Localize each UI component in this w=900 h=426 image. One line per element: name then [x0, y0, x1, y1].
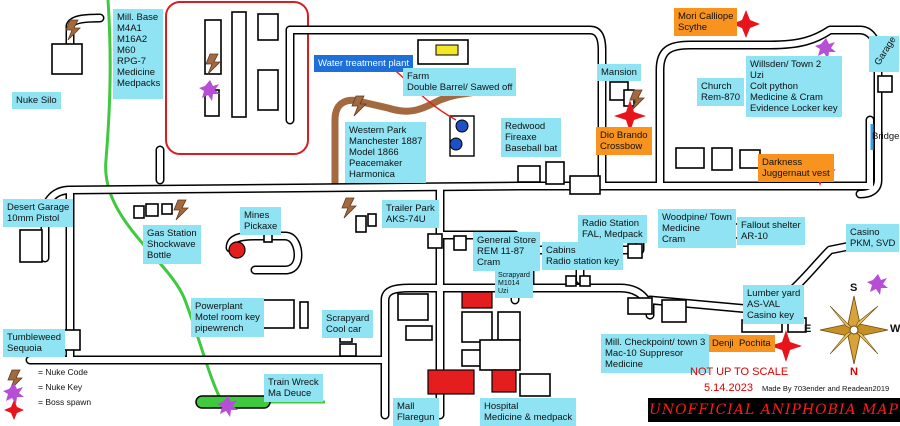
legend-boss-spawn: = Boss spawn [38, 396, 92, 407]
label-garage: Garage [869, 35, 899, 72]
label-nuke-silo: Nuke Silo [12, 92, 61, 109]
label-mines: Mines Pickaxe [240, 207, 282, 235]
nuke-code-markers [7, 19, 645, 391]
label-bridge: Bridge [872, 131, 900, 142]
label-trailer-park: Trailer Park AKS-74U [382, 200, 439, 228]
label-mill-base: Mill. Base M4A1 M16A2 M60 RPG-7 Medicine… [113, 9, 163, 99]
nuke-code-icon [65, 19, 81, 41]
compass-rose: S N E W [804, 282, 900, 378]
label-woodpine: Woodpine/ Town Medicine Cram [658, 209, 736, 248]
label-train-wreck: Train Wreck Ma Deuce [264, 374, 323, 402]
compass-icon [819, 295, 889, 365]
nuke-code-icon [341, 197, 357, 219]
boss-spawn-icon [770, 330, 802, 362]
label-church: Church Rem-870 [697, 78, 745, 106]
label-farm: Farm Double Barrel/ Sawed off [403, 68, 517, 96]
compass-north-label: N [850, 366, 858, 378]
label-willsden: Willsden/ Town 2 Uzi Colt python Medicin… [746, 56, 842, 117]
legend-nuke-key: = Nuke Key [38, 381, 83, 392]
label-casino: Casino PKM, SVD [846, 224, 900, 252]
label-lumber-yard: Lumber yard AS-VAL Casino key [743, 285, 805, 324]
label-gas-station: Gas Station Shockwave Bottle [143, 225, 201, 264]
nuke-code-icon [173, 199, 189, 221]
label-cabins: Cabins Radio station key [542, 242, 623, 270]
nuke-key-icon [815, 38, 836, 59]
map-date: 5.14.2023 [704, 382, 753, 394]
boss-spawn-icon [614, 100, 646, 132]
boss-spawn-icon [4, 400, 24, 420]
mill-base-fence [165, 1, 309, 155]
water-tank [455, 119, 469, 133]
label-general-store: General Store REM 11-87 Cram [473, 232, 541, 271]
label-powerplant: Powerplant Motel room key pipewrench [191, 298, 264, 337]
label-hospital: Hospital Medicine & medpack [480, 398, 577, 426]
label-western-park: Western Park Manchester 1887 Model 1866 … [345, 122, 427, 183]
scale-note: NOT UP TO SCALE [690, 366, 789, 378]
label-mill-checkpoint: Mill. Checkpoint/ town 3 Mac-10 Suppreso… [601, 334, 710, 373]
nuke-key-markers [3, 38, 888, 417]
farm-field [435, 44, 459, 56]
map-credit: Made By 703ender and Readean2019 [762, 384, 890, 393]
compass-west-label: W [890, 323, 900, 335]
nuke-key-icon [867, 274, 888, 295]
label-radio-station: Radio Station FAL, Medpack [578, 215, 647, 243]
label-fallout-shelter: Fallout shelter AR-10 [737, 217, 805, 245]
boss-spawn-icon [732, 10, 760, 38]
compass-east-label: E [804, 323, 812, 335]
nuke-code-icon [7, 369, 23, 391]
building-nuke-silo [51, 43, 83, 75]
label-boss-mori-calliope: Mori Calliope Scythe [674, 8, 738, 36]
label-water-treatment: Water treatment plant [314, 55, 413, 72]
label-redwood: Redwood Fireaxe Baseball bat [501, 118, 562, 157]
map-legend: = Nuke Code = Nuke Key = Boss spawn [6, 364, 91, 409]
key-buildings [427, 291, 517, 395]
nuke-code-icon [351, 95, 367, 117]
legend-nuke-code: = Nuke Code [38, 366, 88, 377]
nuke-key-icon [199, 80, 220, 101]
label-mansion: Mansion [597, 64, 641, 81]
nuke-key-icon [217, 396, 238, 417]
label-scrapyard-south: Scrapyard M1014 Uzi [495, 270, 533, 298]
buildings [19, 11, 893, 397]
mines-entrance [228, 241, 246, 259]
label-desert-garage: Desert Garage 10mm Pistol [3, 199, 74, 227]
nuke-code-icon [629, 89, 645, 111]
label-boss-denji: Denji Pochita [708, 335, 775, 352]
label-boss-darkness: Darkness Juggernaut vest [758, 154, 834, 182]
label-tumbleweed: Tumbleweed Sequoia [3, 329, 66, 357]
nuke-code-icon [205, 53, 221, 75]
nuke-key-icon [3, 383, 24, 404]
label-scrapyard-west: Scrapyard Cool car [322, 310, 374, 338]
label-boss-dio-brando: Dio Brando Crossbow [596, 127, 652, 155]
water-tank [449, 137, 463, 151]
label-mall: Mall Flaregun [393, 398, 439, 426]
map-title: UNOFFICIAL ANIPHOBIA MAP [648, 398, 900, 422]
compass-south-label: S [850, 282, 858, 294]
